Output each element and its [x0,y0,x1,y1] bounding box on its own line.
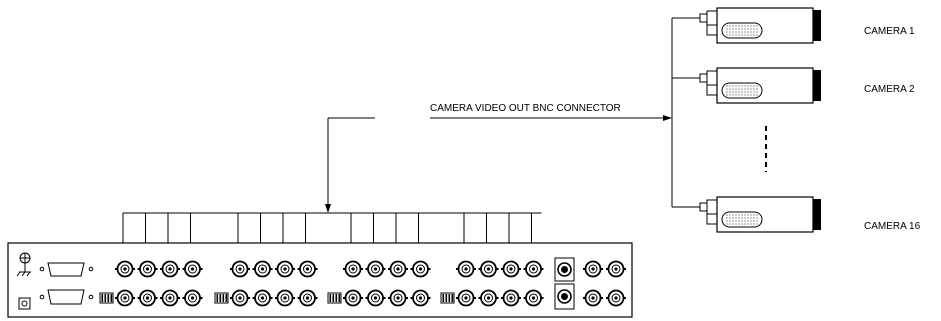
cameras-group [699,7,821,233]
bnc-in-4 [182,260,203,278]
bnc-in-8 [297,260,318,278]
bnc-in-3 [160,260,180,278]
bnc-loop-16 [523,289,544,307]
bnc-loop-6 [252,289,273,307]
bnc-loop-1 [115,289,135,307]
svideo-port-bottom [554,283,575,310]
bnc-loop-12 [410,289,431,307]
power-jack-icon [18,297,31,310]
bnc-in-1 [115,260,135,278]
camera-1-icon [699,7,821,44]
bnc-in-13 [456,260,476,278]
bnc-in-14 [478,260,499,278]
bnc-out-bottom-1 [583,289,603,307]
arrow-to-dvr-icon [325,204,331,213]
termination-switch-3 [327,292,342,304]
bnc-loop-10 [365,289,386,307]
db-port-bottom [39,289,94,305]
termination-switch-1 [99,292,114,304]
bnc-in-9 [343,260,363,278]
bnc-in-6 [252,260,273,278]
camera-label-2: CAMERA 2 [864,84,915,95]
dvr-feed-wire [327,117,375,205]
bnc-loop-14 [478,289,499,307]
connector-label: CAMERA VIDEO OUT BNC CONNECTOR [430,103,621,114]
bnc-out-top-1 [583,260,603,278]
bnc-loop-9 [343,289,363,307]
bnc-in-2 [137,260,158,278]
db-port-top [39,262,94,277]
bnc-loop-15 [501,289,521,307]
bnc-in-7 [275,260,295,278]
bnc-loop-5 [230,289,250,307]
camera-label-16: CAMERA 16 [864,221,921,232]
bnc-in-10 [365,260,386,278]
bnc-in-16 [523,260,544,278]
bnc-loop-7 [275,289,295,307]
bnc-out-bottom-2 [606,289,626,307]
bnc-loop-13 [456,289,476,307]
bnc-loop-8 [297,289,318,307]
svideo-port-top [554,257,575,282]
bnc-loop-3 [160,289,180,307]
camera-16-icon [699,196,821,233]
termination-switch-4 [440,292,455,304]
bnc-ports [99,260,626,307]
bnc-in-11 [388,260,408,278]
termination-switch-2 [214,292,229,304]
bnc-loop-11 [388,289,408,307]
camera-bus-wires [430,17,700,208]
camera-label-1: CAMERA 1 [864,26,915,37]
bnc-loop-4 [182,289,203,307]
bnc-in-15 [501,260,521,278]
arrow-to-cameras-icon [663,115,672,121]
camera-2-icon [699,67,821,104]
bnc-loop-2 [137,289,158,307]
ground-terminal-icon [16,252,31,277]
dvr-rear-panel [7,242,633,318]
bnc-out-top-2 [606,260,626,278]
bnc-in-12 [410,260,431,278]
bnc-in-5 [230,260,250,278]
